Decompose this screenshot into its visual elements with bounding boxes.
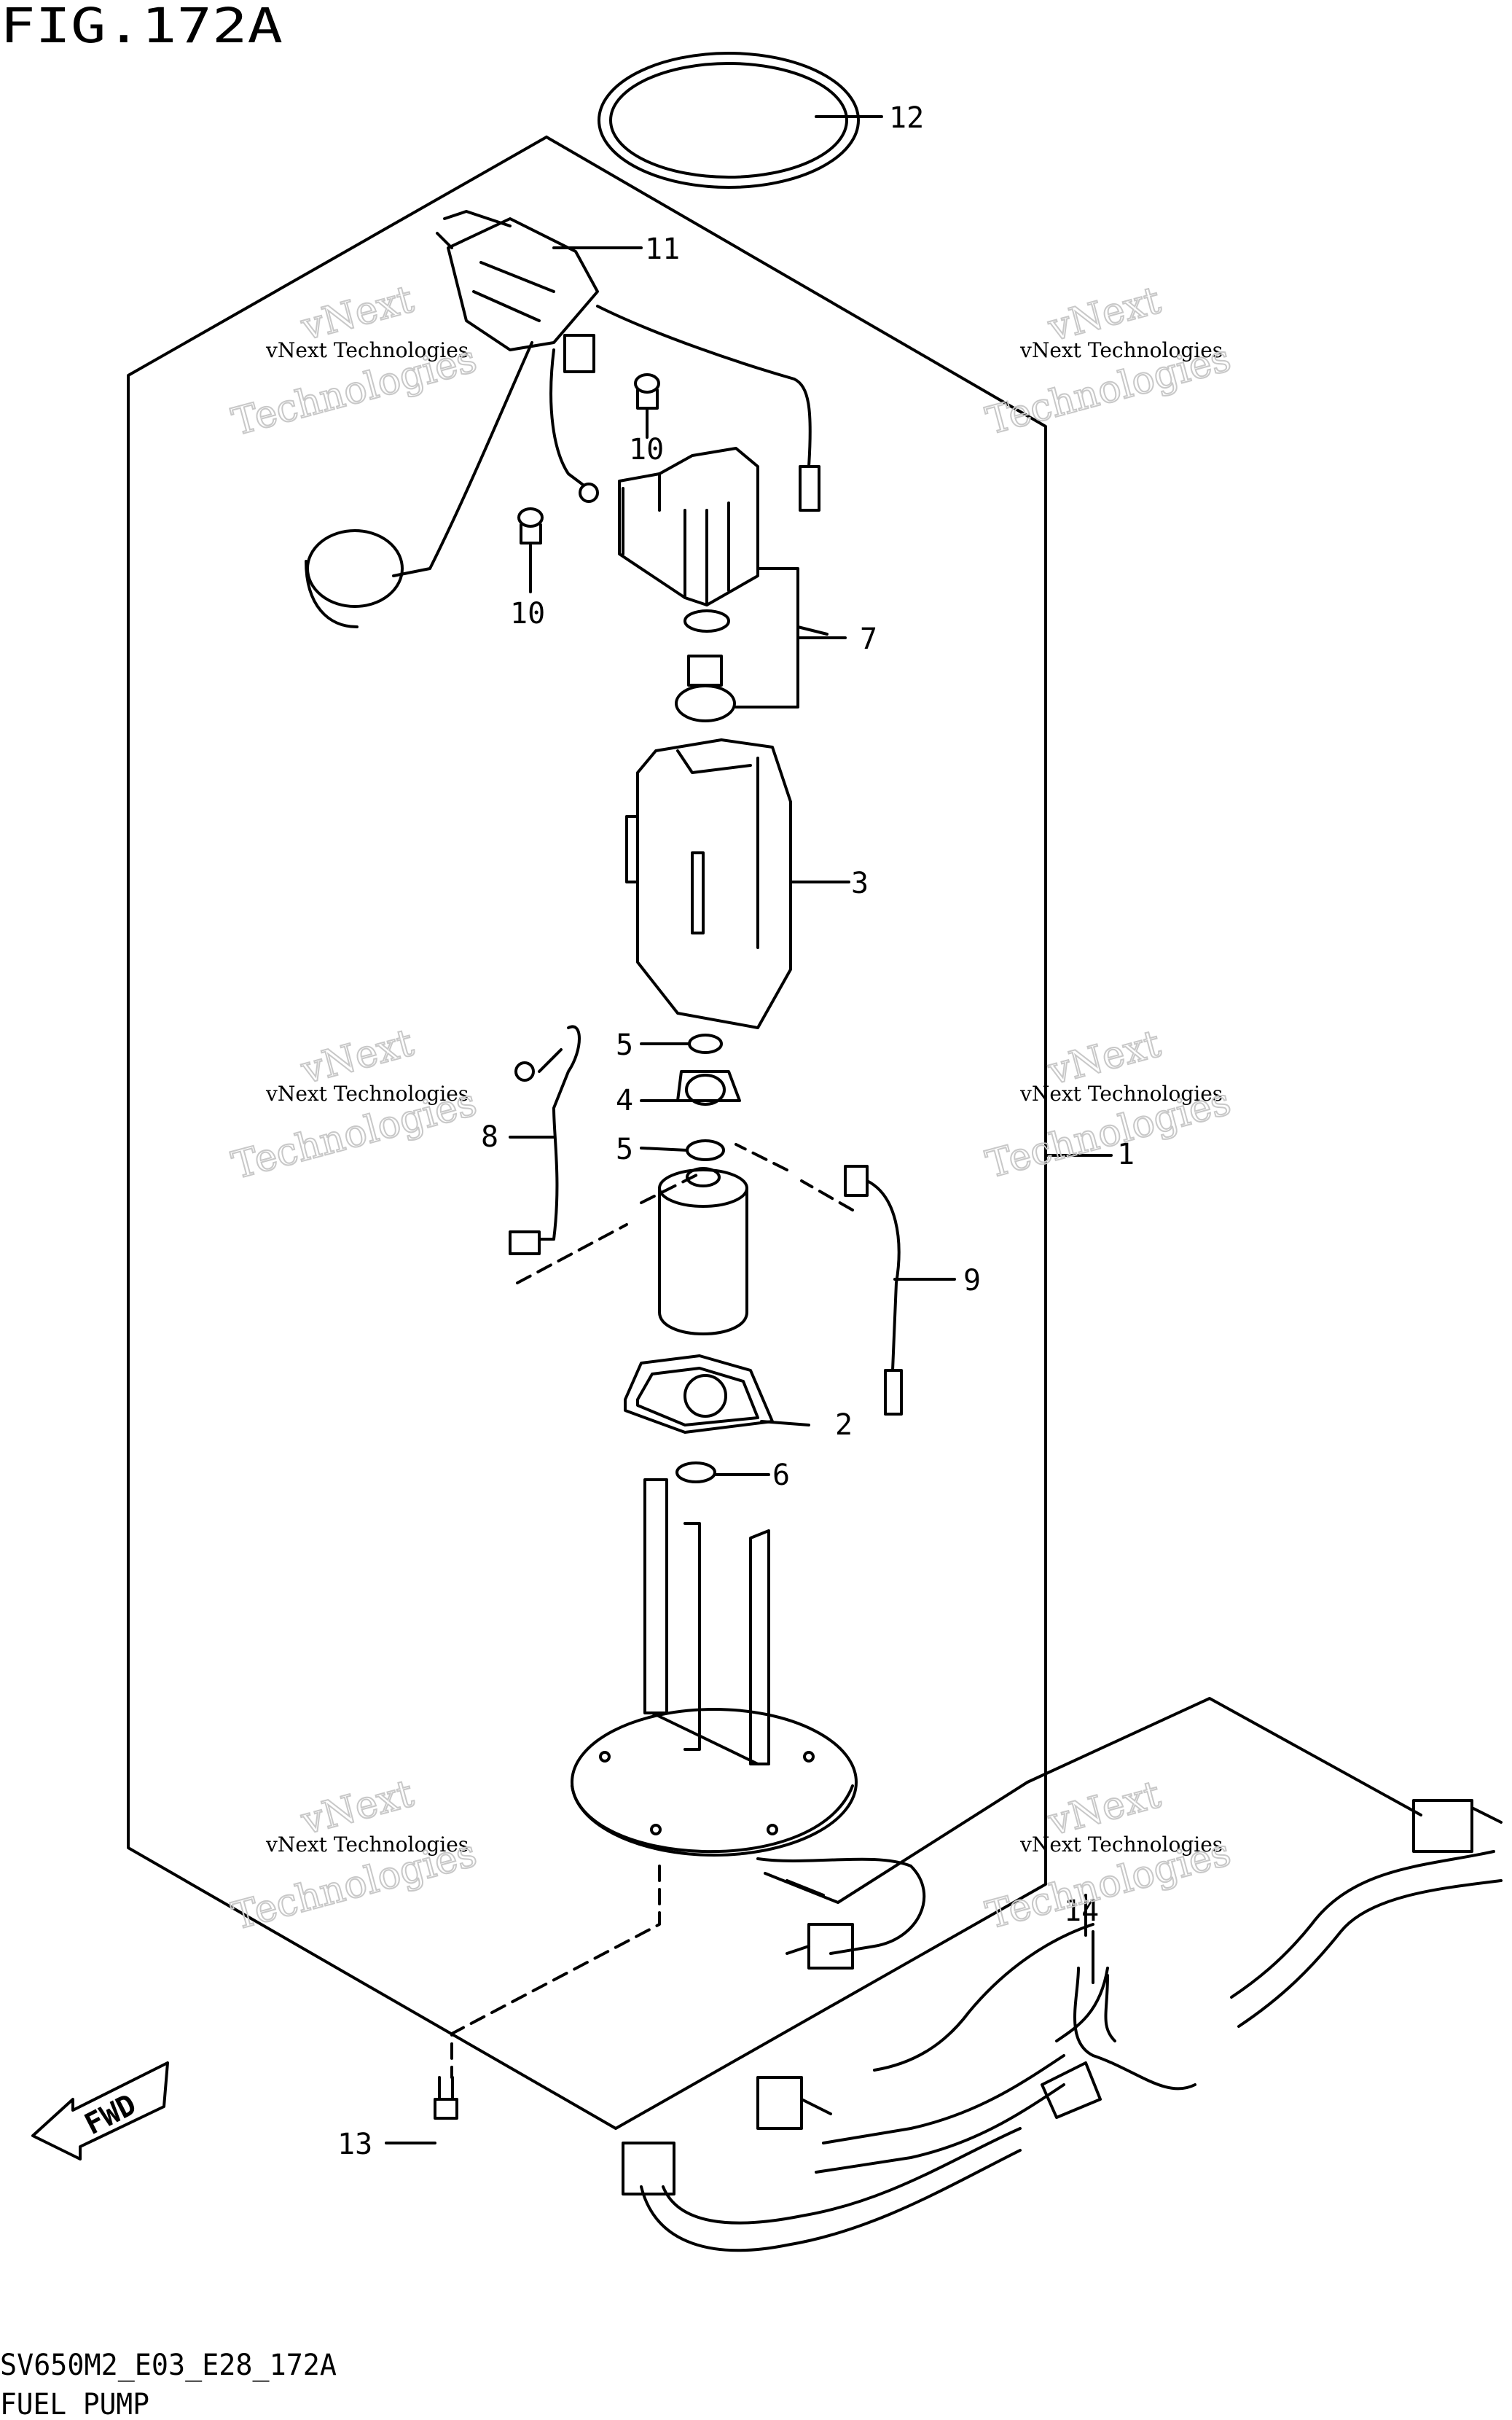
watermark-bottom-right: vNext Technologies vNext Technologies	[981, 1772, 1236, 1938]
bolt-13	[434, 2076, 458, 2120]
o-ring-5-upper	[688, 1034, 723, 1054]
callout-13: 13	[337, 2128, 372, 2161]
callout-14: 14	[1064, 1894, 1099, 1928]
watermark-top-right: vNext Technologies vNext Technologies	[981, 278, 1236, 444]
forward-direction-arrow	[31, 2061, 169, 2161]
svg-text:vNext Technologies: vNext Technologies	[265, 1832, 469, 1857]
watermark-bottom-left: vNext Technologies vNext Technologies	[227, 1771, 482, 1940]
callout-1: 1	[1117, 1138, 1135, 1171]
callout-10-upper: 10	[629, 433, 664, 467]
callout-3: 3	[851, 867, 869, 900]
callout-4: 4	[616, 1084, 633, 1117]
wire-harness-8	[509, 1025, 701, 1284]
callout-5-upper: 5	[616, 1028, 633, 1062]
o-ring-6	[675, 1461, 716, 1483]
gasket-2	[624, 1354, 774, 1434]
watermark-middle-right: vNext Technologies vNext Technologies	[981, 1021, 1236, 1187]
callout-9: 9	[963, 1264, 981, 1297]
callout-12: 12	[889, 101, 924, 135]
screw-10-upper	[634, 373, 660, 410]
svg-text:vNext Technologies: vNext Technologies	[1019, 1082, 1223, 1106]
svg-text:vNext Technologies: vNext Technologies	[265, 1082, 469, 1106]
callout-8: 8	[481, 1120, 498, 1154]
hose-assembly-14	[622, 1697, 1503, 2252]
callout-2: 2	[835, 1408, 853, 1442]
o-ring-5-lower	[686, 1139, 725, 1161]
model-code: SV650M2_E03_E28_172A	[0, 2349, 337, 2382]
screw-10-lower	[517, 507, 544, 544]
leader-2	[760, 1420, 810, 1426]
assembly-outline	[127, 136, 1047, 2130]
svg-text:vNext Technologies: vNext Technologies	[265, 338, 469, 362]
fuel-pump-motor	[658, 1167, 748, 1335]
dashed-leader-flange	[450, 1865, 661, 2079]
pressure-regulator-7	[618, 447, 829, 722]
dashed-leader-motor	[510, 1866, 659, 1924]
fuel-level-sender-11	[305, 210, 820, 628]
callout-11: 11	[645, 233, 680, 266]
o-ring-12	[598, 52, 860, 189]
figure-caption: FUEL PUMP	[0, 2388, 149, 2420]
svg-text:vNext Technologies: vNext Technologies	[1019, 338, 1223, 362]
reservoir-cup-3	[625, 738, 847, 1029]
watermark-top-left: vNext Technologies vNext Technologies	[227, 277, 482, 445]
wire-harness-9	[735, 1143, 903, 1416]
filter-4	[676, 1070, 741, 1106]
callout-10-lower: 10	[510, 597, 545, 631]
figure-title: FIG.172A	[0, 0, 283, 54]
svg-text:vNext Technologies: vNext Technologies	[1019, 1832, 1223, 1857]
callout-7: 7	[860, 622, 877, 656]
pump-bracket-flange	[571, 1478, 926, 1970]
watermark-middle-left: vNext Technologies vNext Technologies	[227, 1020, 482, 1189]
callout-6: 6	[772, 1459, 790, 1492]
callout-5-lower: 5	[616, 1133, 633, 1166]
leader-5b	[640, 1147, 689, 1152]
